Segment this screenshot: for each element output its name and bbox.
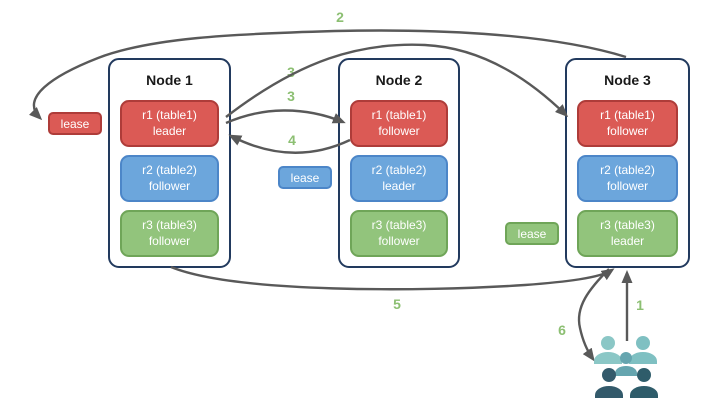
users-group-icon <box>594 336 658 398</box>
replica-role: follower <box>148 178 191 193</box>
arrow-step-5-node1-to-node3 <box>170 265 615 291</box>
replica-role: follower <box>148 233 191 248</box>
user-person-back-left <box>594 336 622 364</box>
node-3-replica-r1: r1 (table1) follower <box>577 100 678 147</box>
replica-name: r1 (table1) <box>600 107 655 122</box>
user-person-front-right <box>630 368 658 398</box>
step-label-1: 1 <box>636 297 644 313</box>
node-2-box: Node 2 r1 (table1) follower r2 (table2) … <box>338 58 460 268</box>
replica-name: r1 (table1) <box>142 107 197 122</box>
replica-name: r2 (table2) <box>142 162 197 177</box>
replica-name: r1 (table1) <box>371 107 427 122</box>
replica-name: r2 (table2) <box>371 162 427 177</box>
user-person-back-right <box>629 336 657 364</box>
node-3-replica-r2: r2 (table2) follower <box>577 155 678 202</box>
node-3-title: Node 3 <box>604 72 651 88</box>
replica-name: r2 (table2) <box>600 162 655 177</box>
step-label-6: 6 <box>558 322 566 338</box>
node-2-replica-r3: r3 (table3) follower <box>350 210 448 257</box>
replica-role: follower <box>606 178 649 193</box>
lease-tag-red: lease <box>48 112 102 135</box>
arrow-step-3-leader-to-node2 <box>225 109 346 125</box>
lease-tag-blue: lease <box>278 166 332 189</box>
node-1-replica-r2: r2 (table2) follower <box>120 155 219 202</box>
node-2-replica-r1: r1 (table1) follower <box>350 100 448 147</box>
replica-role: follower <box>378 123 420 138</box>
node-1-box: Node 1 r1 (table1) leader r2 (table2) fo… <box>108 58 231 268</box>
replica-role: leader <box>382 178 416 193</box>
user-person-front-left <box>595 368 623 398</box>
replica-name: r3 (table3) <box>371 217 427 232</box>
step-label-5: 5 <box>393 296 401 312</box>
step-label-3-upper: 3 <box>287 64 295 80</box>
replica-role: leader <box>610 233 645 248</box>
step-label-3-lower: 3 <box>287 88 295 104</box>
step-label-4: 4 <box>288 132 296 148</box>
replica-role: leader <box>152 123 187 138</box>
replica-role: follower <box>378 233 420 248</box>
node-3-box: Node 3 r1 (table1) follower r2 (table2) … <box>565 58 690 268</box>
user-person-middle <box>615 352 637 376</box>
replica-name: r3 (table3) <box>142 217 197 232</box>
arrow-step-6-node3-to-users <box>577 268 610 362</box>
node-1-replica-r3: r3 (table3) follower <box>120 210 219 257</box>
replica-role: follower <box>606 123 649 138</box>
lease-tag-green: lease <box>505 222 559 245</box>
step-label-2: 2 <box>336 9 344 25</box>
node-2-title: Node 2 <box>375 72 423 88</box>
node-1-title: Node 1 <box>146 72 193 88</box>
node-1-replica-r1: r1 (table1) leader <box>120 100 219 147</box>
replica-name: r3 (table3) <box>600 217 655 232</box>
node-2-replica-r2: r2 (table2) leader <box>350 155 448 202</box>
node-3-replica-r3: r3 (table3) leader <box>577 210 678 257</box>
